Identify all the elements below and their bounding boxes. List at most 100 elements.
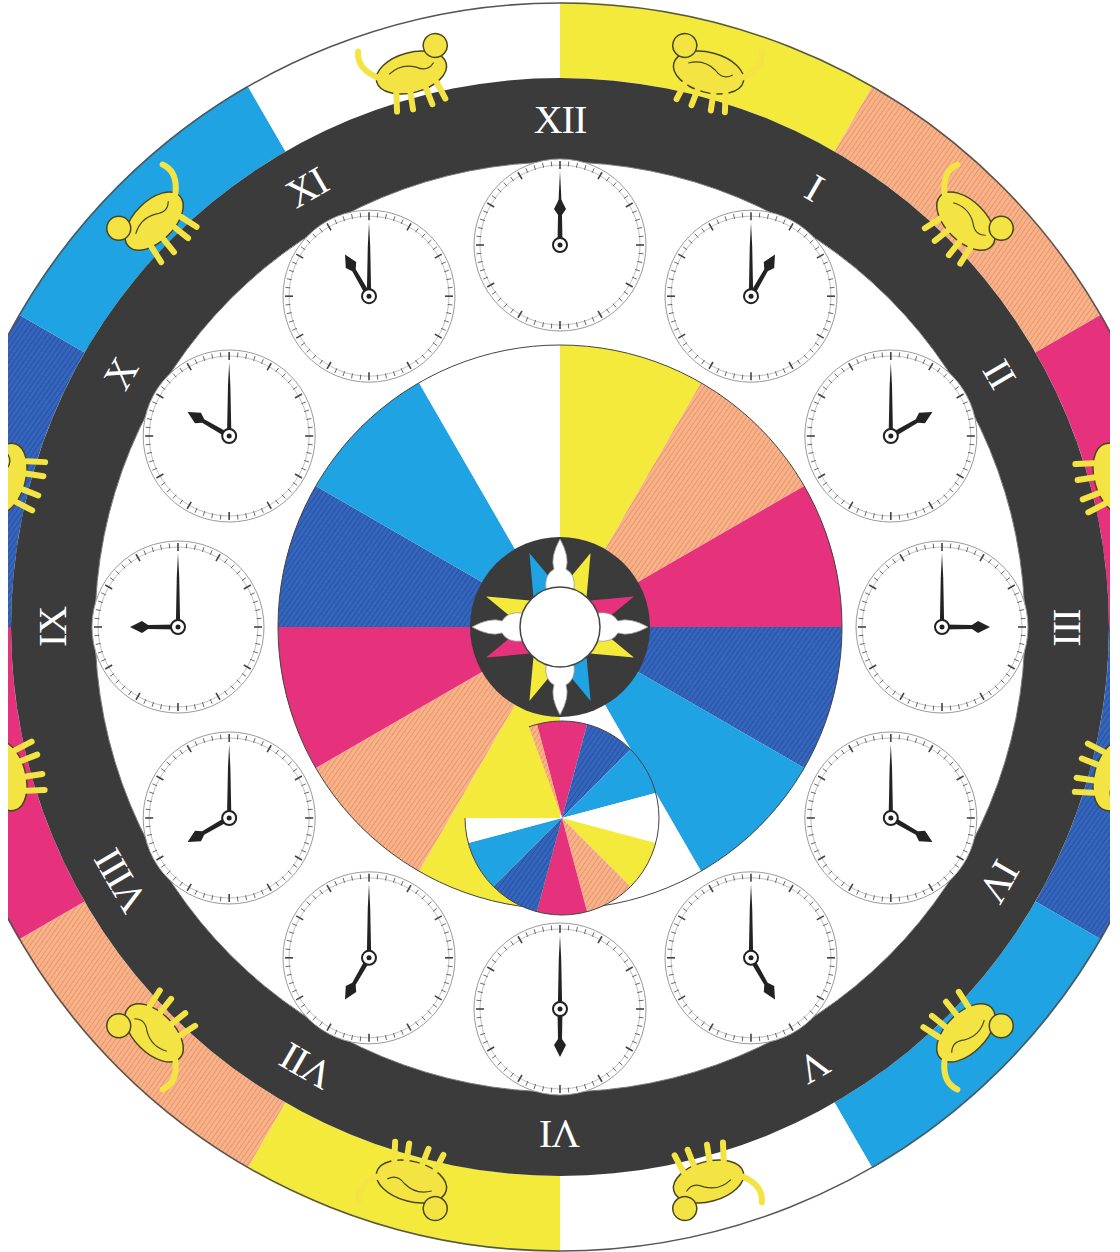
minute-tick <box>857 359 859 364</box>
figure-detail <box>1109 455 1110 502</box>
disc-rim <box>465 721 659 915</box>
minute-tick <box>433 343 437 346</box>
numeral-holder: X <box>97 351 146 395</box>
minute-tick <box>543 163 544 168</box>
minute-tick <box>422 1017 425 1021</box>
minute-hand <box>367 222 371 296</box>
clock-pin <box>749 294 754 299</box>
minute-tick <box>448 949 453 951</box>
figure-limbs <box>1073 720 1110 809</box>
minute-tick <box>742 213 744 218</box>
minute-tick <box>674 328 679 330</box>
minute-tick <box>671 270 676 272</box>
minute-tick <box>963 850 968 852</box>
minute-tick <box>783 1030 785 1035</box>
minute-tick <box>308 809 313 811</box>
clock-inner-rim <box>480 929 640 1089</box>
minute-tick <box>858 626 866 628</box>
minute-tick <box>504 304 507 308</box>
minute-tick <box>873 895 874 900</box>
minute-tick <box>636 244 644 246</box>
clock-face <box>805 350 977 522</box>
minute-tick <box>257 618 262 620</box>
minute-tick <box>635 219 640 221</box>
minute-tick <box>307 1011 311 1014</box>
minute-tick <box>285 287 290 289</box>
minute-tick <box>944 877 947 881</box>
minute-tick <box>823 387 827 390</box>
minute-tick <box>869 585 876 589</box>
minute-tick <box>893 559 896 563</box>
clock-rim <box>665 210 837 382</box>
minute-tick <box>974 699 976 704</box>
star-flame <box>472 613 522 642</box>
minute-tick <box>874 673 878 676</box>
figure-detail <box>949 1017 987 1055</box>
minute-tick <box>865 511 867 516</box>
minute-tick <box>637 992 642 993</box>
minute-tick <box>823 328 828 330</box>
minute-tick <box>1001 680 1005 683</box>
clock-pin <box>749 955 754 960</box>
minute-tick <box>435 996 442 1000</box>
minute-tick <box>441 990 446 992</box>
minute-tick <box>307 349 311 352</box>
minute-tick <box>725 371 727 376</box>
minute-tick <box>393 216 395 221</box>
minute-tick <box>313 355 316 359</box>
zodiac-figure <box>8 720 51 825</box>
minute-tick <box>969 427 974 429</box>
minute-tick <box>559 1085 561 1093</box>
minute-tick <box>161 545 162 550</box>
clock-hub <box>222 429 236 443</box>
figure-head <box>670 1194 699 1223</box>
minute-tick <box>253 601 258 603</box>
minute-tick <box>957 856 964 860</box>
minute-tick <box>293 387 297 390</box>
zodiac-figure <box>659 1134 764 1225</box>
minute-tick <box>96 610 101 611</box>
minute-tick <box>995 686 998 690</box>
minute-tick <box>828 762 832 765</box>
minute-tick <box>448 304 453 306</box>
minute-tick <box>815 1004 819 1007</box>
figure-limbs <box>1073 446 1110 533</box>
minute-tick <box>937 500 940 504</box>
minute-tick <box>254 356 256 361</box>
minute-tick <box>968 452 973 453</box>
clock-pin <box>558 243 563 248</box>
minute-tick <box>301 908 305 911</box>
minute-tick <box>775 216 777 221</box>
minute-tick <box>886 565 889 569</box>
minute-tick <box>632 277 637 279</box>
minute-tick <box>228 352 230 360</box>
minute-tick <box>244 665 251 669</box>
minute-tick <box>116 571 120 574</box>
minute-tick <box>194 545 195 550</box>
minute-tick <box>674 262 679 264</box>
minute-tick <box>811 460 816 462</box>
minute-tick <box>667 966 672 968</box>
minute-tick <box>830 304 835 306</box>
minute-tick <box>966 792 971 794</box>
minute-tick <box>576 322 577 327</box>
minute-tick <box>492 196 496 199</box>
minute-tick <box>890 352 892 360</box>
clock-face <box>805 732 977 904</box>
minute-tick <box>968 801 973 802</box>
minute-tick <box>149 842 154 844</box>
numeral-holder: IX <box>33 607 73 647</box>
minute-tick <box>94 618 99 620</box>
minute-tick <box>950 380 954 383</box>
minute-tick <box>669 279 674 280</box>
minute-tick <box>301 343 305 346</box>
minute-tick <box>759 213 761 218</box>
minute-tick <box>246 354 247 359</box>
minute-tick <box>487 283 494 287</box>
minute-tick <box>483 277 488 279</box>
figure-detail <box>687 59 734 79</box>
minute-tick <box>498 189 502 192</box>
minute-tick <box>195 890 197 895</box>
minute-tick <box>377 213 379 218</box>
